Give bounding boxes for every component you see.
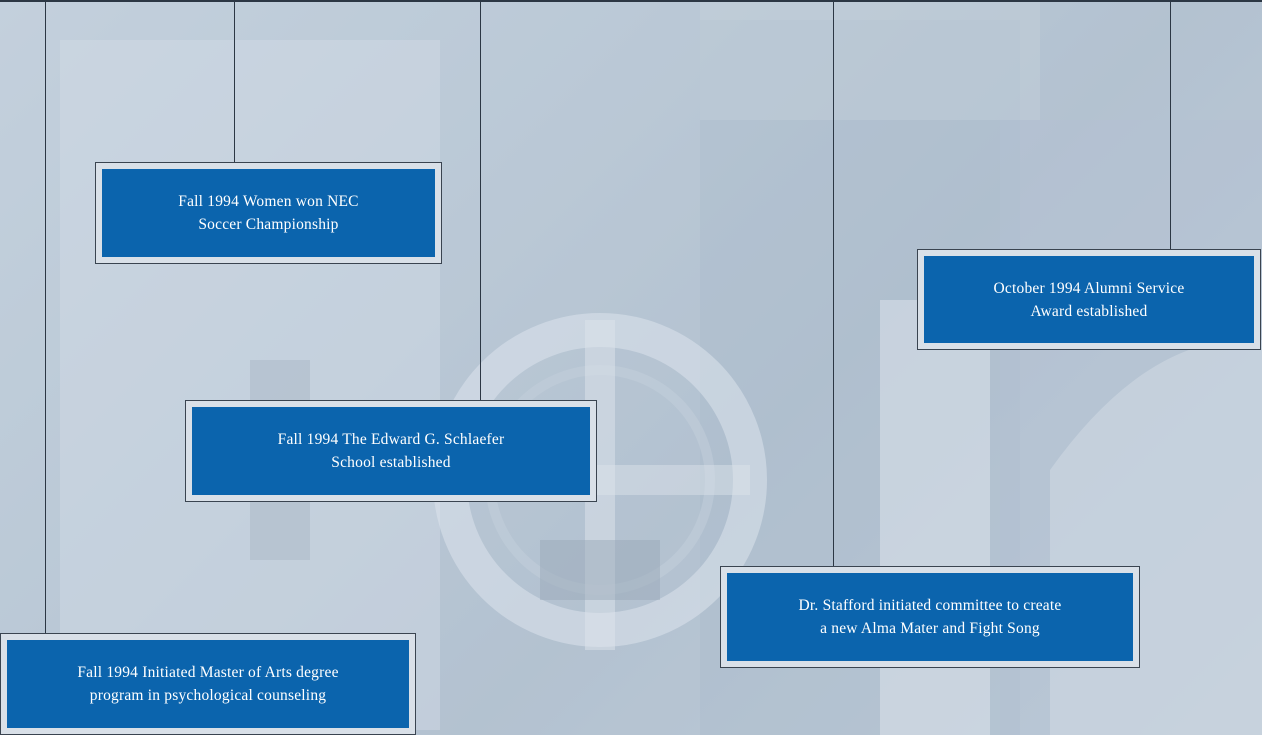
connector-line-alumni-award: [1170, 0, 1171, 255]
event-box-alumni-award-fill: October 1994 Alumni Service Award establ…: [924, 256, 1254, 343]
event-box-master-arts-fill: Fall 1994 Initiated Master of Arts degre…: [7, 640, 409, 728]
connector-line-soccer: [234, 0, 235, 166]
event-box-alumni-award: October 1994 Alumni Service Award establ…: [917, 249, 1261, 350]
event-box-alma-mater: Dr. Stafford initiated committee to crea…: [720, 566, 1140, 668]
event-text-alma-mater: Dr. Stafford initiated committee to crea…: [798, 597, 1062, 637]
connector-line-alma-mater: [833, 0, 834, 568]
event-text-soccer: Fall 1994 Women won NEC Soccer Champions…: [178, 193, 359, 233]
event-text-master-arts: Fall 1994 Initiated Master of Arts degre…: [77, 664, 339, 704]
connector-line-master-arts: [45, 0, 46, 637]
event-box-alma-mater-fill: Dr. Stafford initiated committee to crea…: [727, 573, 1133, 661]
event-box-schlaefer: Fall 1994 The Edward G. Schlaefer School…: [185, 400, 597, 502]
connector-line-schlaefer: [480, 0, 481, 402]
event-box-master-arts: Fall 1994 Initiated Master of Arts degre…: [0, 633, 416, 735]
event-box-soccer-fill: Fall 1994 Women won NEC Soccer Champions…: [102, 169, 435, 257]
event-box-soccer: Fall 1994 Women won NEC Soccer Champions…: [95, 162, 442, 264]
event-text-alumni-award: October 1994 Alumni Service Award establ…: [993, 279, 1185, 320]
timeline-top-line: [0, 0, 1262, 2]
event-text-schlaefer: Fall 1994 The Edward G. Schlaefer School…: [277, 431, 505, 471]
event-box-schlaefer-fill: Fall 1994 The Edward G. Schlaefer School…: [192, 407, 590, 495]
